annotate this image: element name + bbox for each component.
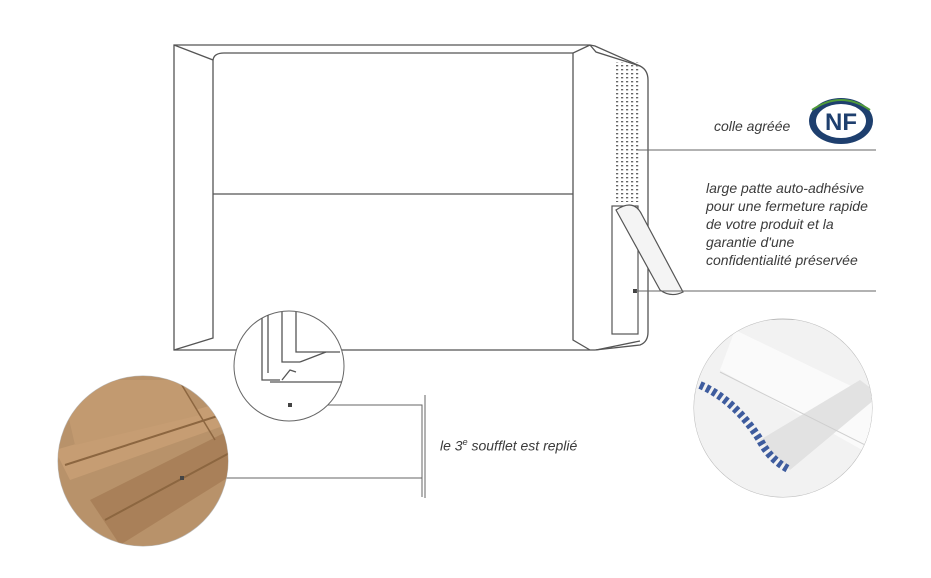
flap-callout-line: large patte auto-adhésive <box>706 180 864 196</box>
flap-callout-line: garantie d'une <box>706 234 795 250</box>
flap-callout: large patte auto-adhésive pour une ferme… <box>706 179 868 269</box>
flap-fold-line <box>589 44 641 67</box>
gusset-callout: le 3e soufflet est replié <box>440 433 577 455</box>
kraft-photo-circle <box>57 375 229 547</box>
glue-callout: colle agréée <box>714 118 791 134</box>
gusset-callout-sup: e <box>462 437 468 447</box>
left-gusset <box>173 44 214 351</box>
envelope <box>173 44 649 351</box>
flap-callout-line: pour une fermeture rapide <box>706 198 868 214</box>
nf-logo-text: NF <box>825 109 857 136</box>
flap-callout-line: confidentialité préservée <box>706 252 858 268</box>
right-gusset <box>572 44 591 351</box>
leader-lines <box>182 149 876 498</box>
glue-strip <box>616 62 640 202</box>
envelope-outline <box>173 44 649 351</box>
flap-callout-line: de votre produit et la <box>706 216 834 232</box>
inner-top <box>212 52 573 61</box>
gusset-callout-suffix: soufflet est replié <box>467 437 578 454</box>
gusset-zoom-circle <box>233 310 345 422</box>
closure-photo-circle <box>693 318 873 498</box>
bottom-edge <box>595 340 641 351</box>
nf-logo: NF <box>809 98 873 144</box>
gusset-callout-prefix: le 3 <box>440 437 463 454</box>
adhesive-strip <box>611 204 684 335</box>
